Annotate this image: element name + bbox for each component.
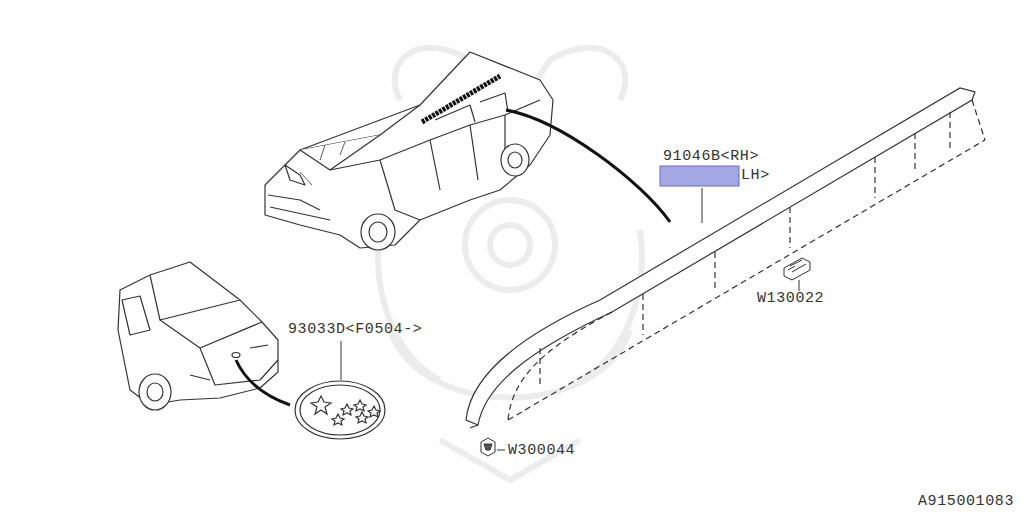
leader-line — [497, 450, 505, 451]
part-number: W130022 — [757, 291, 824, 307]
clip-illustration — [481, 438, 495, 456]
rear-car-illustration — [118, 262, 278, 410]
figure-number: A915001083 — [918, 494, 1014, 510]
emblem-illustration — [295, 381, 385, 439]
roof-rail-mark — [422, 76, 500, 122]
highlight-box — [660, 166, 739, 186]
leader-line — [341, 341, 342, 380]
part-number: 91046B<RH> — [663, 149, 759, 165]
leader-line — [506, 110, 670, 222]
part-number: 93033D<F0504-> — [288, 322, 422, 338]
part-number: W300044 — [508, 443, 575, 459]
leader-line — [702, 188, 703, 223]
car-illustration — [265, 52, 553, 250]
leader-line — [799, 280, 800, 291]
part-number: LH> — [741, 168, 770, 184]
leader-line — [236, 360, 290, 405]
clip-illustration — [784, 258, 810, 280]
roof-molding-illustration — [466, 88, 985, 428]
